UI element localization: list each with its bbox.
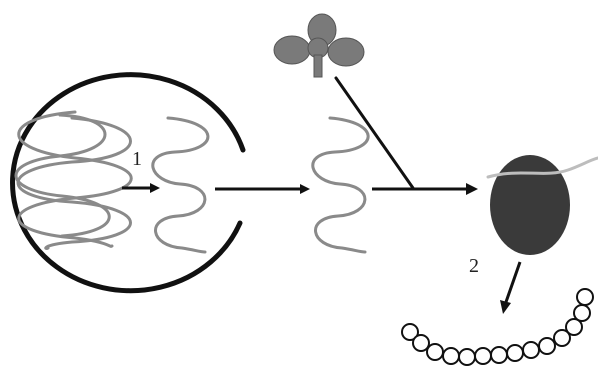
mrna-strand-icon — [153, 118, 208, 252]
trna-cloverleaf-icon — [274, 14, 364, 77]
dna-double-helix-icon — [16, 112, 131, 248]
arrow-to-ribosome — [372, 183, 478, 195]
cytoplasm-mrna-strand-icon — [313, 118, 368, 252]
arrow-export-mrna — [215, 184, 310, 194]
step-1-label: 1 — [132, 148, 142, 170]
polypeptide-chain-icon — [402, 289, 593, 365]
trna-connector-line — [336, 78, 413, 188]
ribosome-icon — [490, 155, 570, 255]
arrow-to-protein — [500, 262, 520, 314]
step-2-label: 2 — [469, 255, 479, 277]
